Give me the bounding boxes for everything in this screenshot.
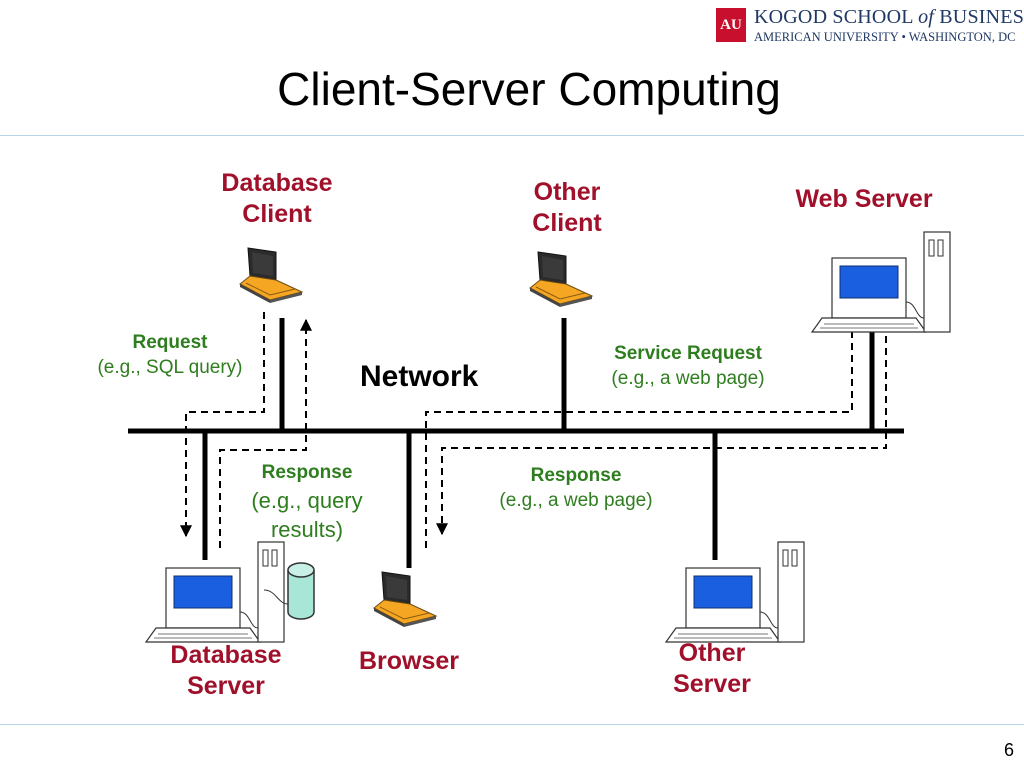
other-server-computer-icon xyxy=(665,541,805,643)
other-client-laptop-icon xyxy=(529,251,593,308)
db-response-title: Response xyxy=(261,462,353,483)
other-server-label-line2: Server xyxy=(673,670,751,698)
browser-label: Browser xyxy=(358,647,460,675)
logo-subtitle: AMERICAN UNIVERSITY • WASHINGTON, DC xyxy=(754,30,1016,44)
slide-title: Client-Server Computing xyxy=(277,63,781,115)
logo-school-name: KOGOD SCHOOL of BUSINESS xyxy=(754,6,1024,28)
au-logo-icon: AU xyxy=(716,8,746,42)
network-label: Network xyxy=(360,360,479,393)
web-server-computer-icon xyxy=(811,231,951,333)
web-response-detail: (e.g., a web page) xyxy=(499,490,653,511)
browser-laptop-icon xyxy=(373,571,437,628)
database-client-label-line1: Database xyxy=(221,169,333,197)
database-client-label: Database Client xyxy=(200,168,354,230)
db-response-detail-line2: results) xyxy=(270,517,344,542)
other-server-label: Other Server xyxy=(650,638,774,700)
header-divider xyxy=(0,135,1024,136)
database-client-label-line2: Client xyxy=(242,200,312,228)
service-request-annotation: Service Request (e.g., a web page) xyxy=(588,341,788,391)
web-response-annotation: Response (e.g., a web page) xyxy=(476,463,676,513)
service-request-arrow xyxy=(425,318,858,548)
kogod-logo: AU KOGOD SCHOOL of BUSINESS AMERICAN UNI… xyxy=(716,6,1024,46)
database-server-computer-icon xyxy=(145,541,285,643)
db-response-arrow xyxy=(219,318,312,548)
service-request-detail: (e.g., a web page) xyxy=(611,368,765,389)
other-client-label-line1: Other xyxy=(533,178,601,206)
web-response-title: Response xyxy=(530,465,622,486)
other-client-label-line2: Client xyxy=(532,209,602,237)
network-bus xyxy=(128,318,904,568)
web-server-label: Web Server xyxy=(795,185,933,213)
other-server-label-line1: Other xyxy=(678,639,746,667)
footer-divider xyxy=(0,724,1024,725)
db-response-annotation: Response (e.g., query results) xyxy=(232,460,382,544)
service-request-title: Service Request xyxy=(614,343,762,364)
db-request-arrow xyxy=(180,312,265,538)
database-server-label-line1: Database xyxy=(170,641,282,669)
db-request-detail: (e.g., SQL query) xyxy=(97,357,243,378)
database-server-label: Database Server xyxy=(150,640,302,702)
db-request-title: Request xyxy=(132,332,208,353)
db-request-annotation: Request (e.g., SQL query) xyxy=(80,330,260,380)
other-client-label: Other Client xyxy=(510,177,624,239)
database-client-laptop-icon xyxy=(239,247,303,304)
db-response-detail-line1: (e.g., query xyxy=(251,488,363,513)
database-cylinder-icon xyxy=(263,562,315,620)
page-number: 6 xyxy=(1003,740,1014,760)
database-server-label-line2: Server xyxy=(187,672,265,700)
